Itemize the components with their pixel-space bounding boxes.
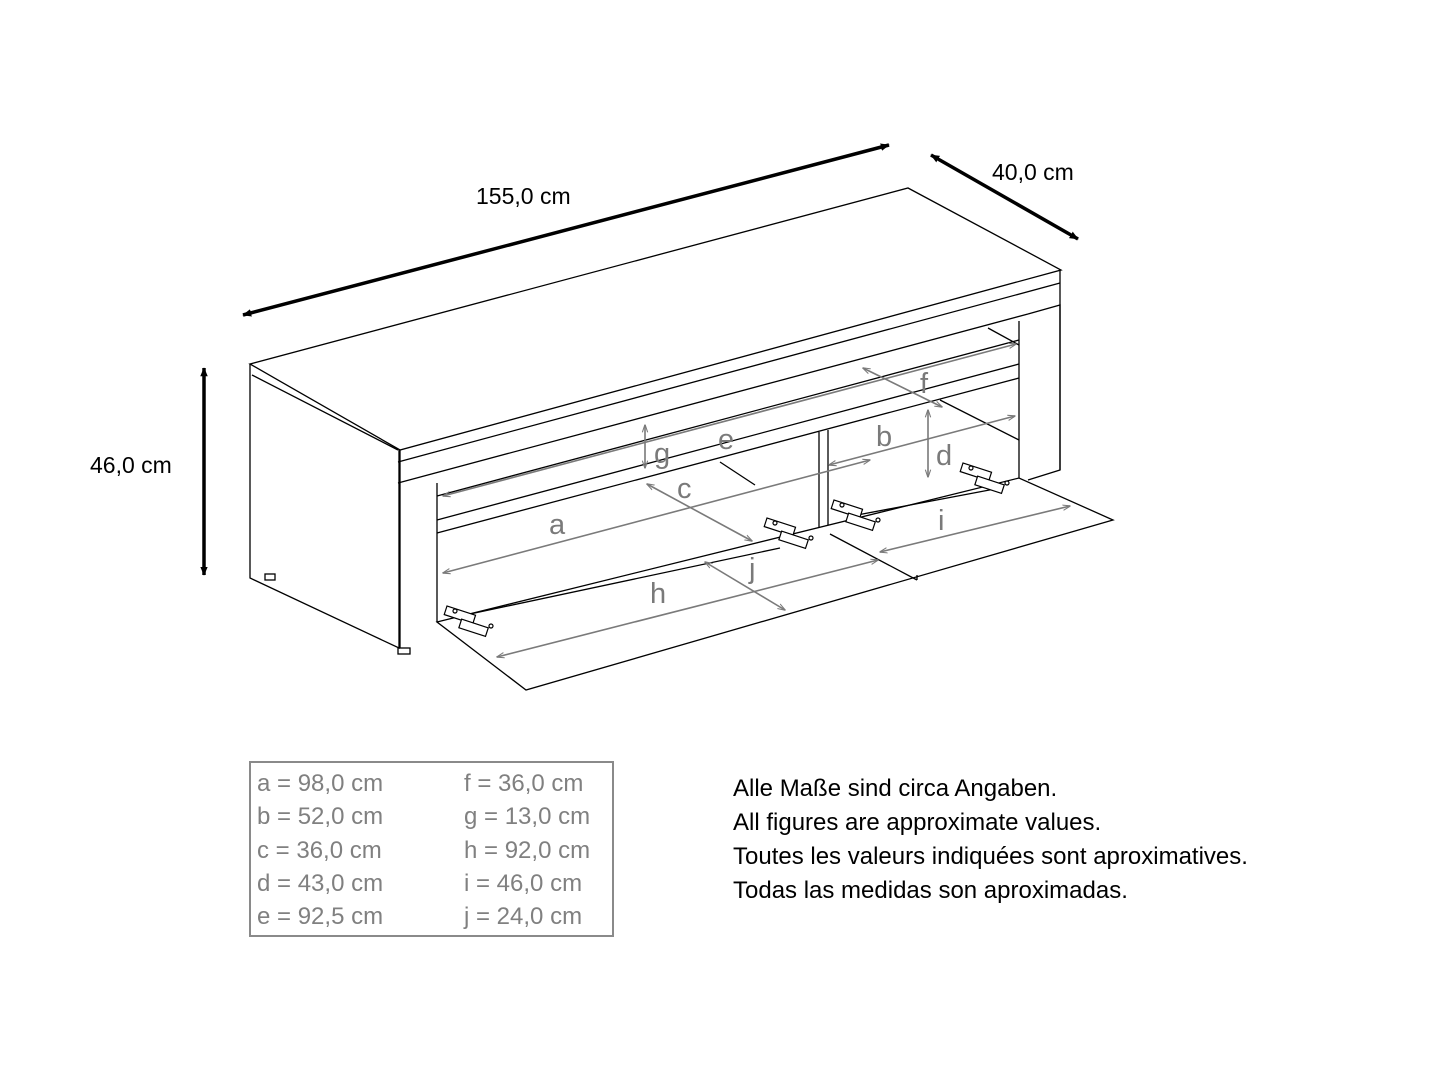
internal-dimension-arrows bbox=[443, 344, 1070, 657]
part-labels: a b c d e f g h i j bbox=[549, 368, 952, 610]
dim-i-arrow bbox=[880, 506, 1070, 552]
dim-b-arrow bbox=[829, 416, 1015, 465]
legend-entry-f: f = 36,0 cm bbox=[464, 770, 584, 797]
legend-entry-g: g = 13,0 cm bbox=[464, 803, 591, 830]
label-g: g bbox=[654, 438, 670, 470]
cabinet-outline bbox=[248, 187, 1115, 691]
legend-entry-e: e = 92,5 cm bbox=[257, 903, 384, 930]
label-i: i bbox=[938, 505, 944, 537]
label-c: c bbox=[677, 473, 692, 505]
overall-dimension-arrows bbox=[200, 143, 1079, 576]
legend-entry-h: h = 92,0 cm bbox=[464, 837, 591, 864]
label-d: d bbox=[936, 440, 952, 472]
width-dimension-label: 155,0 cm bbox=[476, 183, 571, 209]
dim-f-arrow bbox=[863, 368, 942, 407]
dim-h-arrow bbox=[497, 560, 878, 657]
note-german: Alle Maße sind circa Angaben. bbox=[733, 775, 1058, 802]
label-h: h bbox=[650, 578, 666, 610]
depth-dimension-label: 40,0 cm bbox=[992, 159, 1074, 185]
note-french: Toutes les valeurs indiquées sont aproxi… bbox=[733, 843, 1248, 870]
legend-entry-b: b = 52,0 cm bbox=[257, 803, 384, 830]
label-f: f bbox=[920, 368, 929, 400]
legend-entry-j: j = 24,0 cm bbox=[464, 903, 583, 930]
label-e: e bbox=[718, 424, 734, 456]
dimension-legend: a = 98,0 cm f = 36,0 cm b = 52,0 cm g = … bbox=[249, 761, 614, 937]
approximation-notes: Alle Maße sind circa Angaben. All figure… bbox=[733, 772, 1248, 908]
legend-entry-i: i = 46,0 cm bbox=[464, 870, 583, 897]
width-arrow bbox=[242, 143, 890, 317]
label-a: a bbox=[549, 509, 566, 541]
dim-c-arrow bbox=[647, 484, 752, 541]
legend-entry-d: d = 43,0 cm bbox=[257, 870, 384, 897]
legend-entry-a: a = 98,0 cm bbox=[257, 770, 384, 797]
dim-j-arrow bbox=[705, 562, 785, 610]
height-dimension-label: 46,0 cm bbox=[90, 452, 172, 478]
label-j: j bbox=[748, 553, 755, 585]
note-spanish: Todas las medidas son aproximadas. bbox=[733, 877, 1128, 904]
note-english: All figures are approximate values. bbox=[733, 809, 1102, 836]
depth-arrow bbox=[930, 153, 1079, 241]
legend-entry-c: c = 36,0 cm bbox=[257, 837, 382, 864]
label-b: b bbox=[876, 421, 892, 453]
